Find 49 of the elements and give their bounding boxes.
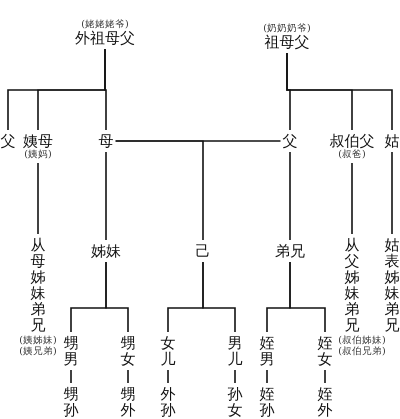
connector-line	[324, 370, 326, 383]
kinship-term: 孙女	[227, 386, 243, 418]
kinship-term: 姨母	[23, 133, 53, 149]
kinship-term: 外祖母父	[75, 30, 135, 46]
kinship-term: 姑表姊妹弟兄	[384, 237, 400, 333]
kinship-term: 甥男	[63, 335, 79, 367]
connector-line	[70, 370, 72, 383]
kinship-term: 外孙	[160, 386, 176, 418]
kinship-term: 甥外	[120, 386, 136, 418]
note-text: (姨妈)	[24, 149, 52, 160]
note-text: (叔伯姊妹) (叔伯兄弟)	[337, 335, 387, 357]
connector-line	[37, 163, 39, 234]
connector-line	[351, 163, 353, 234]
kinship-term: 母	[98, 133, 114, 149]
connector-line	[104, 49, 107, 130]
kinship-term: 叔伯父	[330, 133, 374, 149]
kinship-term: 父	[0, 133, 16, 149]
connector-line	[289, 152, 291, 240]
kinship-term: 女儿	[160, 335, 176, 367]
connector-line	[127, 370, 129, 383]
kinship-term: 姪女	[317, 335, 333, 367]
kinship-term: 姑	[384, 133, 400, 149]
kinship-term: 姪外	[317, 386, 333, 418]
kinship-term: 男儿	[227, 335, 243, 367]
connector-line	[286, 53, 393, 130]
note-text: (姨姊妹) (姨兄弟)	[18, 335, 58, 357]
connector-line	[105, 262, 129, 332]
kinship-term: 己	[196, 243, 210, 259]
kinship-term: 甥孙	[63, 386, 79, 418]
kinship-term: 从父姊妹弟兄	[344, 237, 360, 333]
note-text: (叔爸)	[338, 149, 366, 160]
kinship-term: 姊妹	[91, 243, 121, 259]
note-text: (姥姥姥爷)	[81, 19, 129, 30]
connector-line	[234, 370, 236, 383]
kinship-term: 姪男	[259, 335, 275, 367]
connector-line	[167, 370, 169, 383]
connector-line	[266, 370, 268, 383]
connector-line	[202, 262, 236, 332]
connector-line	[289, 262, 326, 332]
kinship-term: 甥女	[120, 335, 136, 367]
kinship-term: 祖母父	[264, 34, 310, 50]
connector-line	[105, 152, 107, 240]
connector-line	[391, 152, 393, 234]
kinship-term: 弟兄	[275, 243, 305, 259]
kinship-term: 父	[282, 133, 298, 149]
kinship-term: 从母姊妹弟兄	[30, 237, 46, 333]
kinship-term: 姪孙	[259, 386, 275, 418]
note-text: (奶奶奶爷)	[263, 23, 311, 34]
connector-line	[116, 140, 204, 240]
